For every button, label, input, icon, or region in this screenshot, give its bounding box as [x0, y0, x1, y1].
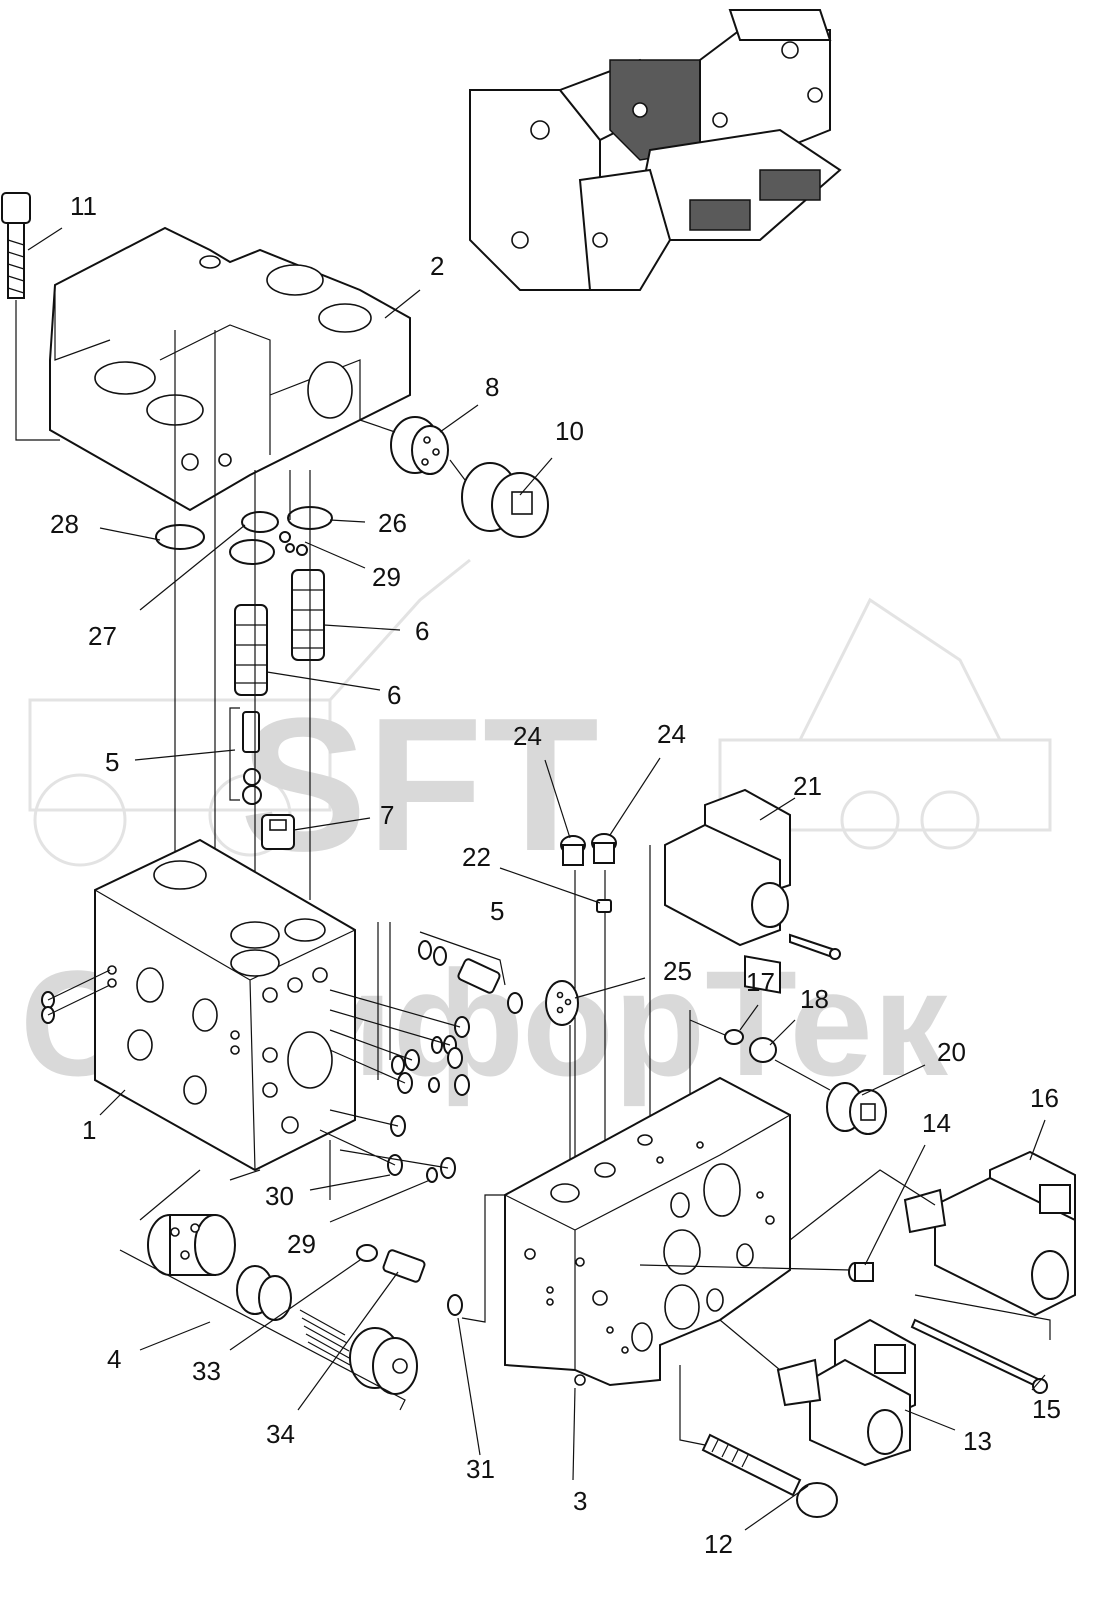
part-8-cartridge	[359, 416, 449, 475]
part-4-pressure-relief-kit	[119, 1169, 418, 1411]
callout-26: 26	[378, 508, 407, 538]
part-21-solenoid-valve	[664, 788, 841, 994]
callout-20: 20	[937, 1037, 966, 1067]
callout-11: 11	[70, 191, 97, 221]
callout-13: 13	[963, 1426, 992, 1456]
callout-29-lower: 29	[287, 1229, 316, 1259]
part-3-valve-block	[504, 1076, 791, 1387]
part-14-plug	[639, 1262, 874, 1282]
part-5-spool-kit-right	[377, 922, 523, 1080]
callout-25: 25	[663, 956, 692, 986]
callout-21: 21	[793, 771, 822, 801]
callout-34: 34	[266, 1419, 295, 1449]
callout-24-right: 24	[657, 719, 686, 749]
part-22-orifice	[596, 899, 612, 913]
part-2-top-block	[49, 226, 411, 512]
callout-3: 3	[573, 1486, 587, 1516]
callout-5-upper: 5	[105, 747, 119, 777]
part-31-o-ring	[447, 1194, 505, 1323]
part-10-plug	[449, 459, 549, 538]
callout-10: 10	[555, 416, 584, 446]
part-24-plugs	[560, 833, 617, 866]
callout-6-lower: 6	[387, 680, 401, 710]
o-rings-upper	[155, 506, 333, 565]
callout-4: 4	[107, 1344, 121, 1374]
callout-8: 8	[485, 372, 499, 402]
part-13-solenoid-valve	[719, 1318, 916, 1467]
watermark-excavator-right	[718, 597, 1052, 850]
callout-12: 12	[704, 1529, 733, 1559]
callout-5-right: 5	[490, 896, 504, 926]
callout-27: 27	[88, 621, 117, 651]
callout-2: 2	[430, 251, 444, 281]
callout-18: 18	[800, 984, 829, 1014]
part-18-plug	[749, 1037, 777, 1063]
part-7-plug	[261, 814, 295, 850]
callout-15: 15	[1032, 1394, 1061, 1424]
callout-30: 30	[265, 1181, 294, 1211]
o-rings-side	[41, 969, 470, 1200]
assembly-inset	[469, 9, 842, 291]
callout-leader-lines	[27, 227, 1046, 1531]
callout-22: 22	[462, 842, 491, 872]
callout-6-upper: 6	[415, 616, 429, 646]
part-20-plug	[689, 1019, 887, 1135]
part-16-solenoid-valve	[789, 1150, 1076, 1317]
callout-24-left: 24	[513, 721, 542, 751]
watermark-logo: SFT	[240, 679, 599, 891]
part-15-bolt	[910, 1294, 1051, 1394]
callout-29-upper: 29	[372, 562, 401, 592]
callout-28: 28	[50, 509, 79, 539]
callout-33: 33	[192, 1356, 221, 1386]
callout-7: 7	[380, 800, 394, 830]
part-12-bolt	[679, 1365, 838, 1518]
callout-14: 14	[922, 1108, 951, 1138]
callout-31: 31	[466, 1454, 495, 1484]
part-25-cartridge	[545, 980, 579, 1026]
callout-1: 1	[82, 1115, 96, 1145]
callout-16: 16	[1030, 1083, 1059, 1113]
callout-labels: 11 2 8 10 28 26 29 27 6 6 5 7 24 24 21 2…	[50, 191, 1061, 1559]
part-6-cartridges	[234, 569, 325, 696]
part-33-washer	[356, 1244, 378, 1262]
part-34-orifice	[382, 1249, 426, 1283]
callout-17: 17	[746, 967, 775, 997]
part-11-cap-screw	[1, 192, 60, 441]
part-17-plug	[724, 1029, 744, 1045]
